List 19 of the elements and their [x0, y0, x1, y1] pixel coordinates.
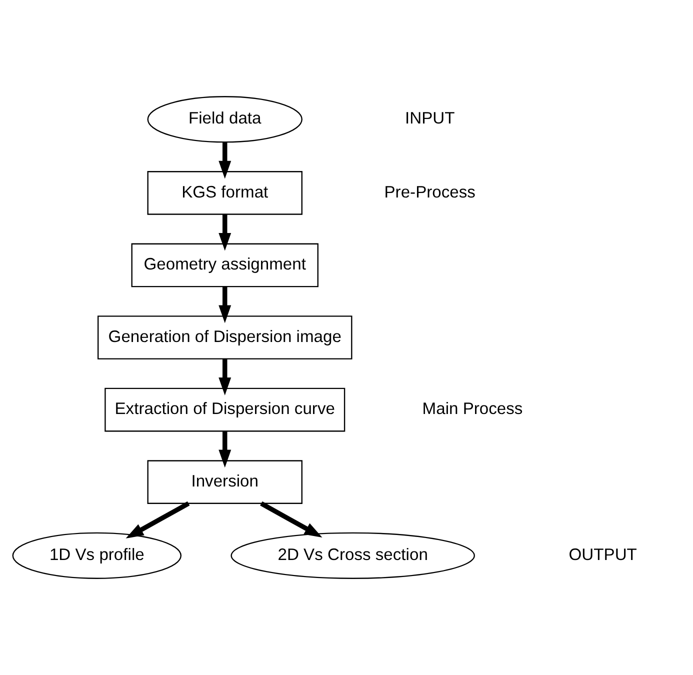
node-box: Generation of Dispersion image [98, 316, 352, 360]
node-ellipse: Field data [147, 96, 302, 143]
arrow [218, 431, 232, 468]
node-box: Inversion [147, 460, 302, 504]
arrow [260, 501, 322, 538]
node-ellipse: 2D Vs Cross section [230, 532, 475, 579]
arrow [126, 501, 190, 538]
label: OUTPUT [568, 545, 637, 564]
label: INPUT [404, 108, 455, 128]
node-box: Extraction of Dispersion curve [104, 388, 346, 432]
node-ellipse: 1D Vs profile [12, 532, 182, 579]
label: Pre-Process [384, 182, 476, 202]
arrow [218, 358, 232, 396]
arrow [218, 286, 232, 324]
label: Main Process [422, 399, 523, 418]
node-box: Geometry assignment [131, 243, 318, 288]
node-box: KGS format [147, 171, 302, 215]
arrow [218, 142, 232, 179]
arrow [218, 214, 232, 251]
